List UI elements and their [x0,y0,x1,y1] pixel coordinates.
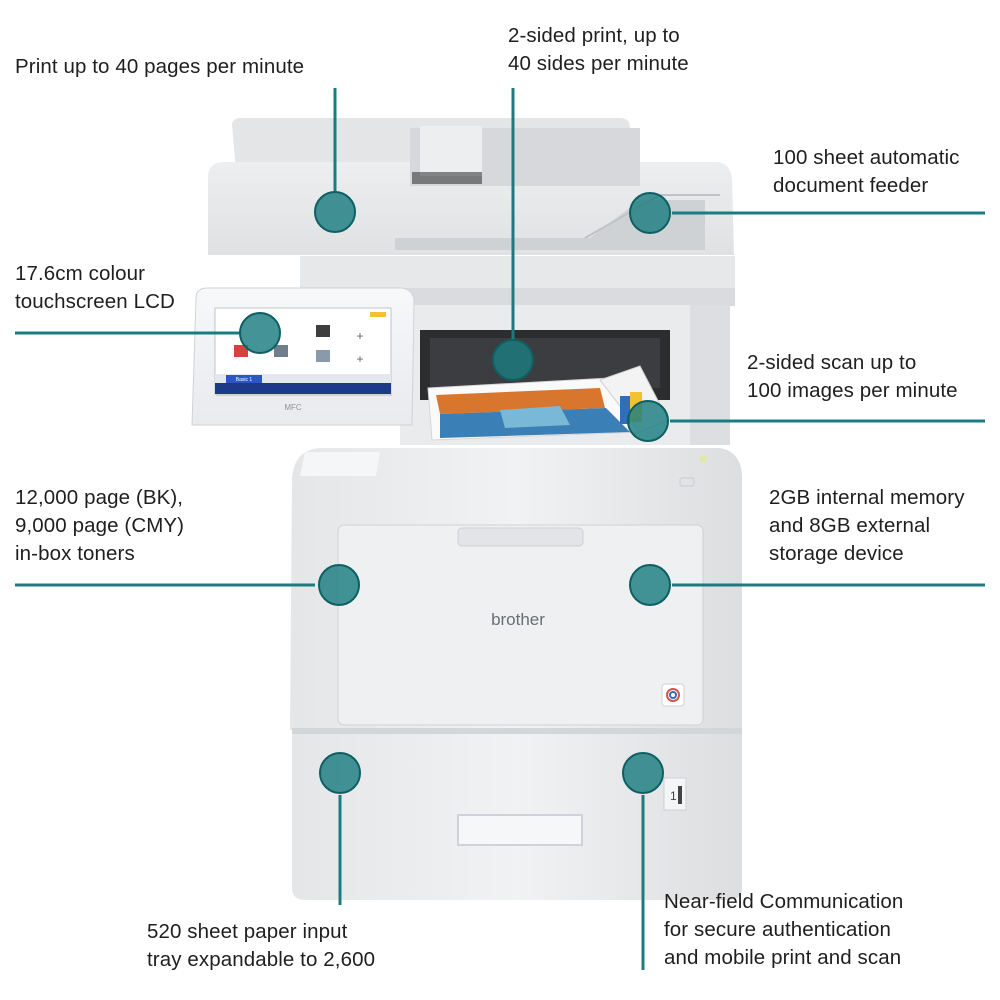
callout-toners-line: 12,000 page (BK), [15,486,184,509]
svg-text:+: + [356,352,363,366]
callout-touchscreen-line: touchscreen LCD [15,290,175,313]
callout-ppm: Print up to 40 pages per minute [15,53,304,81]
callout-markers [15,88,985,970]
brand-logo: brother [491,610,545,629]
callout-duplex-print-line: 40 sides per minute [508,52,689,75]
callout-touchscreen-line: 17.6cm colour [15,262,146,285]
callout-paper-tray-line: tray expandable to 2,600 [147,948,376,971]
paper-tray: 1 [292,728,742,900]
callout-memory-line: storage device [769,542,904,565]
callout-paper-tray: 520 sheet paper input tray expandable to… [147,918,375,974]
callout-toners: 12,000 page (BK), 9,000 page (CMY) in-bo… [15,484,184,568]
callout-adf: 100 sheet automatic document feeder [773,144,960,200]
callout-nfc-line: Near-field Communication [664,890,904,913]
callout-duplex-print-line: 2-sided print, up to [508,24,680,47]
callout-ppm-line: Print up to 40 pages per minute [15,55,305,78]
touchscreen-panel: Basic 1 + + MFC [191,287,415,426]
callout-duplex-print: 2-sided print, up to 40 sides per minute [508,22,689,78]
callout-paper-tray-line: 520 sheet paper input [147,920,348,943]
callout-touchscreen: 17.6cm colour touchscreen LCD [15,260,175,316]
svg-text:+: + [356,329,363,343]
callout-nfc-line: for secure authentication [664,918,891,941]
callout-memory-line: 2GB internal memory [769,486,965,509]
callout-memory-line: and 8GB external [769,514,931,537]
callout-toners-line: in-box toners [15,542,135,565]
svg-text:Basic 1: Basic 1 [236,377,253,383]
callout-adf-line: 100 sheet automatic [773,146,960,169]
callout-dots [239,191,671,794]
callout-duplex-scan: 2-sided scan up to 100 images per minute [747,349,958,405]
printer-body: brother [290,448,742,730]
callout-toners-line: 9,000 page (CMY) [15,514,185,537]
document-feeder [208,118,735,306]
model-badge: MFC [284,403,302,412]
callout-nfc-line: and mobile print and scan [664,946,902,969]
callout-adf-line: document feeder [773,174,929,197]
callout-memory: 2GB internal memory and 8GB external sto… [769,484,965,568]
callout-duplex-scan-line: 100 images per minute [747,379,958,402]
callout-nfc: Near-field Communication for secure auth… [664,888,903,972]
callout-duplex-scan-line: 2-sided scan up to [747,351,917,374]
svg-text:1: 1 [670,789,677,803]
